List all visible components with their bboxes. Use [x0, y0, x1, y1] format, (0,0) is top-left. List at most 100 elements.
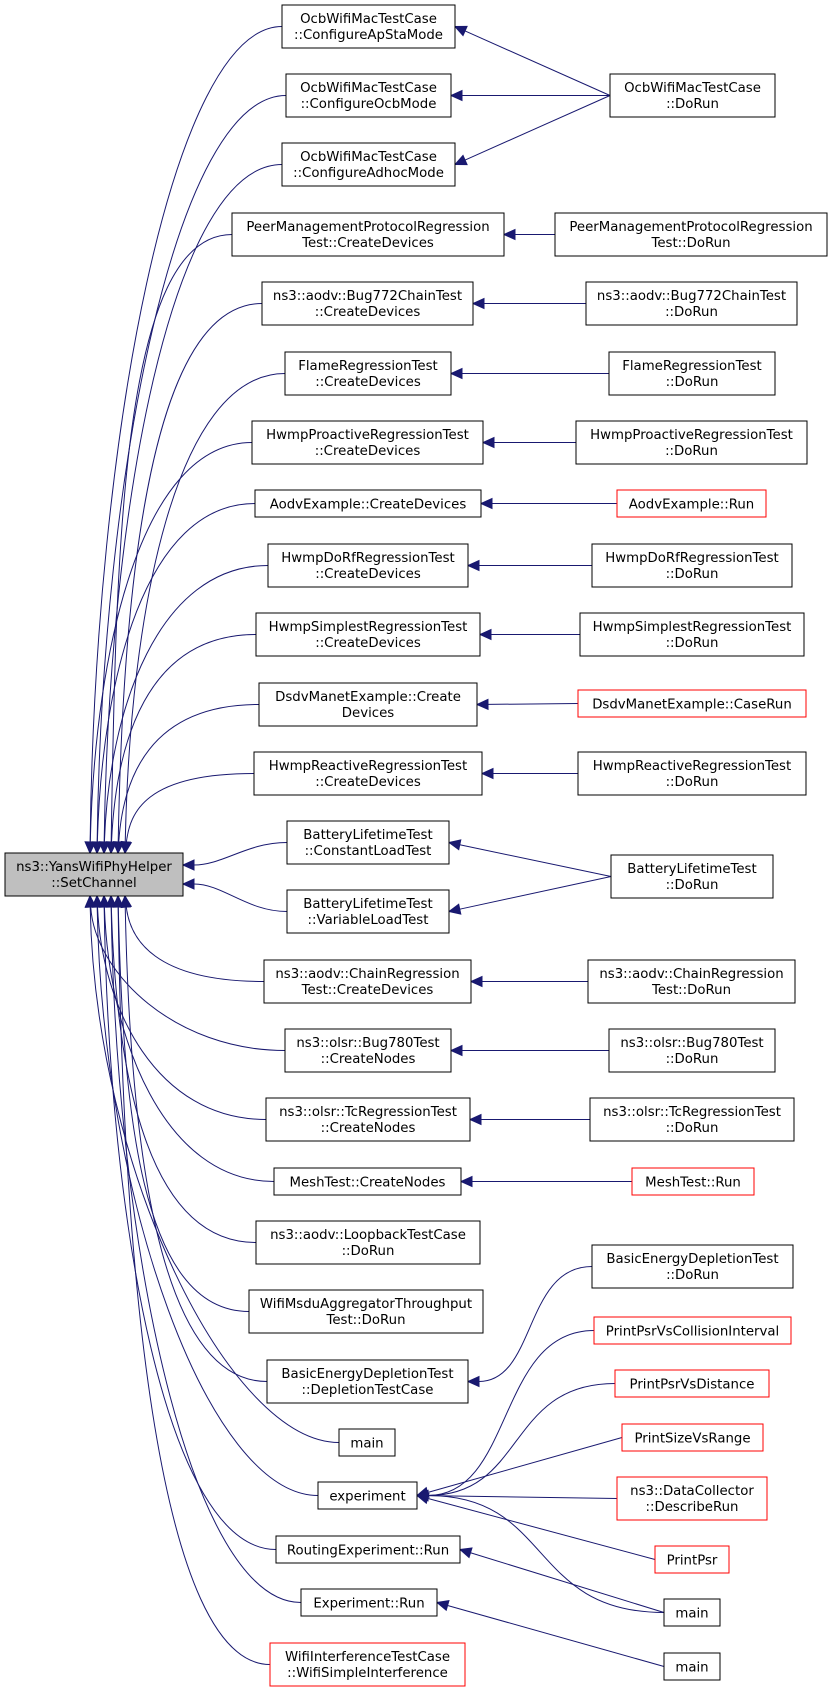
node-experiment[interactable]: experiment: [317, 1481, 418, 1510]
node-label-line: PrintPsrVsCollisionInterval: [606, 1325, 779, 1340]
node-print-size-range[interactable]: PrintSizeVsRange: [621, 1423, 764, 1452]
node-ocb-ocb[interactable]: OcbWifiMacTestCase::ConfigureOcbMode: [285, 73, 452, 118]
node-battery-const[interactable]: BatteryLifetimeTest::ConstantLoadTest: [286, 820, 450, 865]
node-battery-var[interactable]: BatteryLifetimeTest::VariableLoadTest: [286, 889, 450, 934]
node-hwmp-simplest-dorun[interactable]: HwmpSimplestRegressionTest::DoRun: [579, 612, 805, 657]
node-box: [255, 1220, 481, 1265]
node-main-c[interactable]: main: [663, 1652, 721, 1681]
node-aodv-example-create[interactable]: AodvExample::CreateDevices: [254, 489, 482, 518]
node-print-psr-collision[interactable]: PrintPsrVsCollisionInterval: [593, 1316, 792, 1345]
node-battery-dorun[interactable]: BatteryLifetimeTest::DoRun: [610, 854, 774, 899]
node-hwmp-pro-dorun[interactable]: HwmpProactiveRegressionTest::DoRun: [575, 420, 808, 465]
node-label-line: ns3::YansWifiPhyHelper: [16, 860, 172, 875]
node-aodv-example-run[interactable]: AodvExample::Run: [616, 489, 767, 518]
node-label-line: ::CreateNodes: [321, 1052, 416, 1067]
node-box: [261, 281, 474, 326]
edge-basic-depletion-case-to-root: [124, 906, 268, 1382]
node-bug772-dorun[interactable]: ns3::aodv::Bug772ChainTest::DoRun: [585, 281, 798, 326]
node-label-line: PeerManagementProtocolRegression: [569, 220, 812, 235]
node-label-line: ::ConfigureApStaMode: [294, 28, 443, 43]
node-hwmp-reactive-create[interactable]: HwmpReactiveRegressionTest::CreateDevice…: [253, 751, 483, 796]
node-label-line: ::SetChannel: [51, 876, 136, 891]
node-basic-depletion-case[interactable]: BasicEnergyDepletionTest::DepletionTestC…: [266, 1359, 469, 1404]
edge-hwmp-dorf-create-to-root-arrowhead: [98, 841, 111, 855]
node-ocb-adhoc[interactable]: OcbWifiMacTestCase::ConfigureAdhocMode: [281, 142, 456, 187]
node-label-line: HwmpSimplestRegressionTest: [269, 620, 468, 635]
node-basic-depletion-dorun[interactable]: BasicEnergyDepletionTest::DoRun: [591, 1244, 794, 1289]
node-hwmp-dorf-create[interactable]: HwmpDoRfRegressionTest::CreateDevices: [267, 543, 469, 588]
node-label-line: ::CreateDevices: [315, 775, 421, 790]
node-pmp-create[interactable]: PeerManagementProtocolRegressionTest::Cr…: [231, 212, 505, 257]
edge-routing-run-to-root: [103, 906, 277, 1550]
node-mesh-create[interactable]: MeshTest::CreateNodes: [273, 1167, 462, 1196]
node-hwmp-simplest-create[interactable]: HwmpSimplestRegressionTest::CreateDevice…: [255, 612, 481, 657]
node-label-line: PrintSizeVsRange: [634, 1432, 750, 1447]
edge-hwmp-dorf-create-to-root: [103, 565, 269, 843]
node-box: [265, 1097, 471, 1142]
edge-dsdv-create-to-root-arrowhead: [113, 841, 125, 855]
node-bug780-create[interactable]: ns3::olsr::Bug780Test::CreateNodes: [284, 1028, 452, 1073]
node-label-line: Experiment::Run: [313, 1597, 424, 1612]
edge-hwmp-simplest-dorun-to-hwmp-simplest-create-arrowhead: [478, 628, 492, 641]
edge-basic-depletion-case-to-root-arrowhead: [119, 894, 132, 908]
node-ocb-apsta[interactable]: OcbWifiMacTestCase::ConfigureApStaMode: [281, 4, 456, 49]
node-label-line: ns3::aodv::Bug772ChainTest: [273, 289, 462, 304]
node-hwmp-dorf-dorun[interactable]: HwmpDoRfRegressionTest::DoRun: [591, 543, 793, 588]
node-box: [616, 1476, 768, 1521]
node-tcreg-dorun[interactable]: ns3::olsr::TcRegressionTest::DoRun: [589, 1097, 795, 1142]
node-label-line: HwmpDoRfRegressionTest: [281, 551, 454, 566]
node-label-line: OcbWifiMacTestCase: [624, 81, 761, 96]
node-pmp-dorun[interactable]: PeerManagementProtocolRegressionTest::Do…: [554, 212, 828, 257]
node-root[interactable]: ns3::YansWifiPhyHelper::SetChannel: [4, 852, 184, 897]
node-box: [338, 1428, 396, 1457]
node-main-b[interactable]: main: [663, 1598, 721, 1627]
edge-battery-dorun-to-battery-var: [459, 876, 612, 910]
node-datacollector-describe[interactable]: ns3::DataCollector::DescribeRun: [616, 1476, 768, 1521]
node-main-a[interactable]: main: [338, 1428, 396, 1457]
node-ocb-dorun[interactable]: OcbWifiMacTestCase::DoRun: [609, 73, 776, 118]
node-loopback-dorun[interactable]: ns3::aodv::LoopbackTestCase::DoRun: [255, 1220, 481, 1265]
node-wifi-interference[interactable]: WifiInterferenceTestCase::WifiSimpleInte…: [269, 1642, 466, 1687]
edge-pmp-dorun-to-pmp-create-arrowhead: [502, 228, 516, 241]
edge-bug772-create-to-root: [117, 303, 263, 843]
edge-hwmp-pro-dorun-to-hwmp-pro-create-arrowhead: [481, 436, 495, 449]
node-bug772-create[interactable]: ns3::aodv::Bug772ChainTest::CreateDevice…: [261, 281, 474, 326]
edge-bug780-create-to-root: [90, 906, 286, 1051]
node-print-psr[interactable]: PrintPsr: [654, 1545, 730, 1574]
node-flame-dorun[interactable]: FlameRegressionTest::DoRun: [608, 351, 776, 396]
node-box: [575, 420, 808, 465]
edge-aodv-example-run-to-aodv-example-create-arrowhead: [479, 497, 493, 510]
node-label-line: ::CreateDevices: [315, 444, 421, 459]
node-hwmp-pro-create[interactable]: HwmpProactiveRegressionTest::CreateDevic…: [251, 420, 484, 465]
edge-print-psr-distance-to-experiment: [427, 1383, 616, 1496]
node-hwmp-reactive-dorun[interactable]: HwmpReactiveRegressionTest::DoRun: [577, 751, 807, 796]
node-experiment-run[interactable]: Experiment::Run: [300, 1588, 438, 1617]
call-graph-nodes: ns3::YansWifiPhyHelper::SetChannel OcbWif…: [4, 4, 828, 1687]
node-box: [231, 212, 505, 257]
node-dsdv-caserun[interactable]: DsdvManetExample::CaseRun: [577, 689, 807, 718]
node-chainreg-create[interactable]: ns3::aodv::ChainRegressionTest::CreateDe…: [263, 959, 472, 1004]
node-box: [284, 351, 452, 396]
node-label-line: ::DoRun: [666, 1268, 719, 1283]
node-flame-create[interactable]: FlameRegressionTest::CreateDevices: [284, 351, 452, 396]
edge-ocb-dorun-to-ocb-ocb-arrowhead: [449, 89, 463, 102]
node-print-psr-distance[interactable]: PrintPsrVsDistance: [614, 1369, 770, 1398]
node-dsdv-create[interactable]: DsdvManetExample::CreateDevices: [258, 682, 478, 727]
edge-bug772-dorun-to-bug772-create-arrowhead: [471, 297, 485, 310]
node-mesh-run[interactable]: MeshTest::Run: [631, 1167, 755, 1196]
node-tcreg-create[interactable]: ns3::olsr::TcRegressionTest::CreateNodes: [265, 1097, 471, 1142]
edge-ocb-dorun-to-ocb-adhoc-arrowhead: [453, 154, 468, 166]
node-routing-run[interactable]: RoutingExperiment::Run: [275, 1535, 461, 1564]
node-label-line: ns3::olsr::Bug780Test: [620, 1036, 763, 1051]
edge-basic-depletion-dorun-to-basic-depletion-case: [478, 1266, 593, 1382]
node-bug780-dorun[interactable]: ns3::olsr::Bug780Test::DoRun: [608, 1028, 776, 1073]
node-box: [587, 959, 796, 1004]
edge-battery-dorun-to-battery-const-arrowhead: [447, 839, 462, 851]
node-box: [273, 1167, 462, 1196]
node-box: [286, 889, 450, 934]
node-label-line: ::DoRun: [666, 636, 719, 651]
edge-hwmp-reactive-create-to-root-arrowhead: [120, 840, 133, 855]
